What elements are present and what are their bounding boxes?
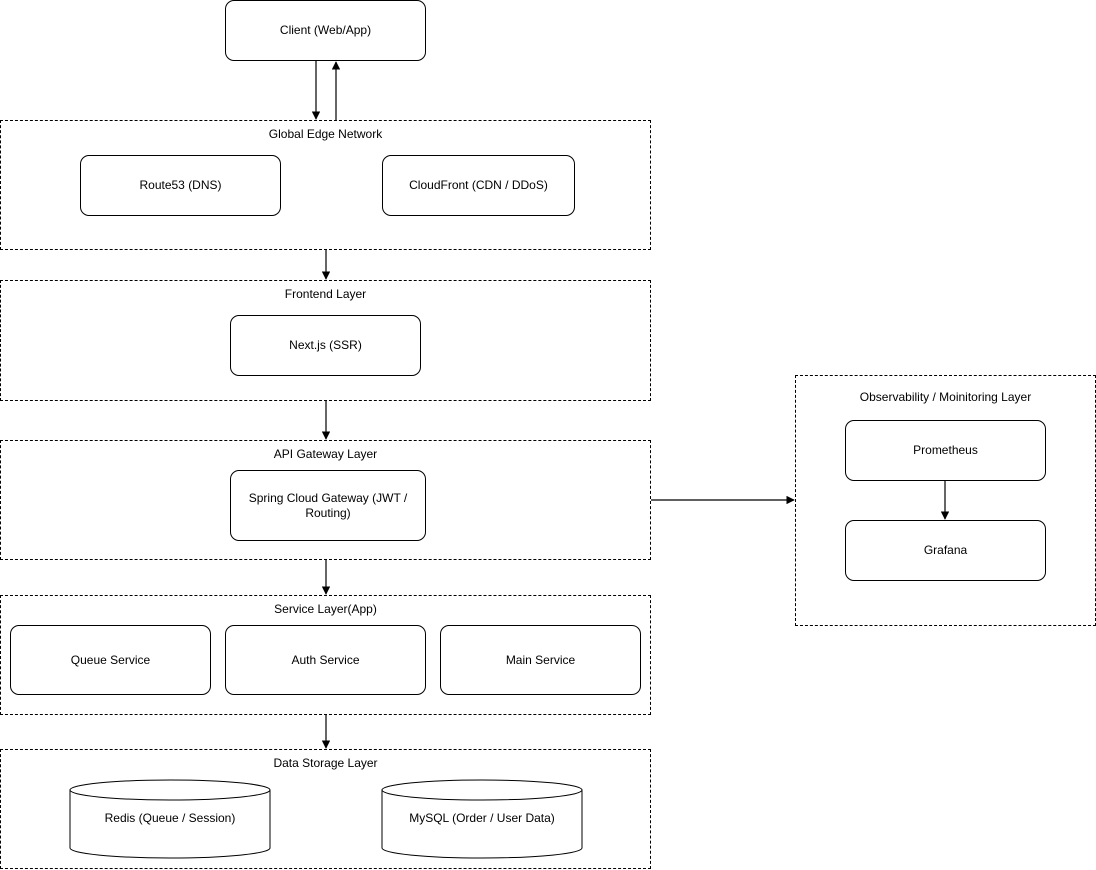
spring-cloud-gateway-node[interactable]: Spring Cloud Gateway (JWT / Routing) xyxy=(230,470,426,541)
route53-node[interactable]: Route53 (DNS) xyxy=(80,155,281,216)
redis-label: Redis (Queue / Session) xyxy=(104,811,236,825)
service-layer-title: Service Layer(App) xyxy=(274,602,377,616)
data-storage-title: Data Storage Layer xyxy=(273,756,378,770)
cloudfront-node[interactable]: CloudFront (CDN / DDoS) xyxy=(382,155,575,216)
edge-network-group: Global Edge Network xyxy=(0,120,651,250)
main-service-node[interactable]: Main Service xyxy=(440,625,641,695)
nextjs-node[interactable]: Next.js (SSR) xyxy=(230,315,421,376)
queue-service-node[interactable]: Queue Service xyxy=(10,625,211,695)
service-layer-group: Service Layer(App) xyxy=(0,595,651,715)
data-storage-group: Data Storage Layer xyxy=(0,749,651,869)
observability-title: Observability / Moinitoring Layer xyxy=(859,390,1032,404)
frontend-title: Frontend Layer xyxy=(284,287,367,301)
mysql-label: MySQL (Order / User Data) xyxy=(409,811,555,825)
api-gateway-group: API Gateway Layer xyxy=(0,440,651,560)
grafana-node[interactable]: Grafana xyxy=(845,520,1046,581)
edge-network-title: Global Edge Network xyxy=(268,127,383,141)
frontend-group: Frontend Layer xyxy=(0,280,651,401)
auth-service-node[interactable]: Auth Service xyxy=(225,625,426,695)
client-node[interactable]: Client (Web/App) xyxy=(225,0,426,61)
observability-group: Observability / Moinitoring Layer xyxy=(795,375,1096,626)
api-gateway-title: API Gateway Layer xyxy=(273,447,378,461)
prometheus-node[interactable]: Prometheus xyxy=(845,420,1046,481)
